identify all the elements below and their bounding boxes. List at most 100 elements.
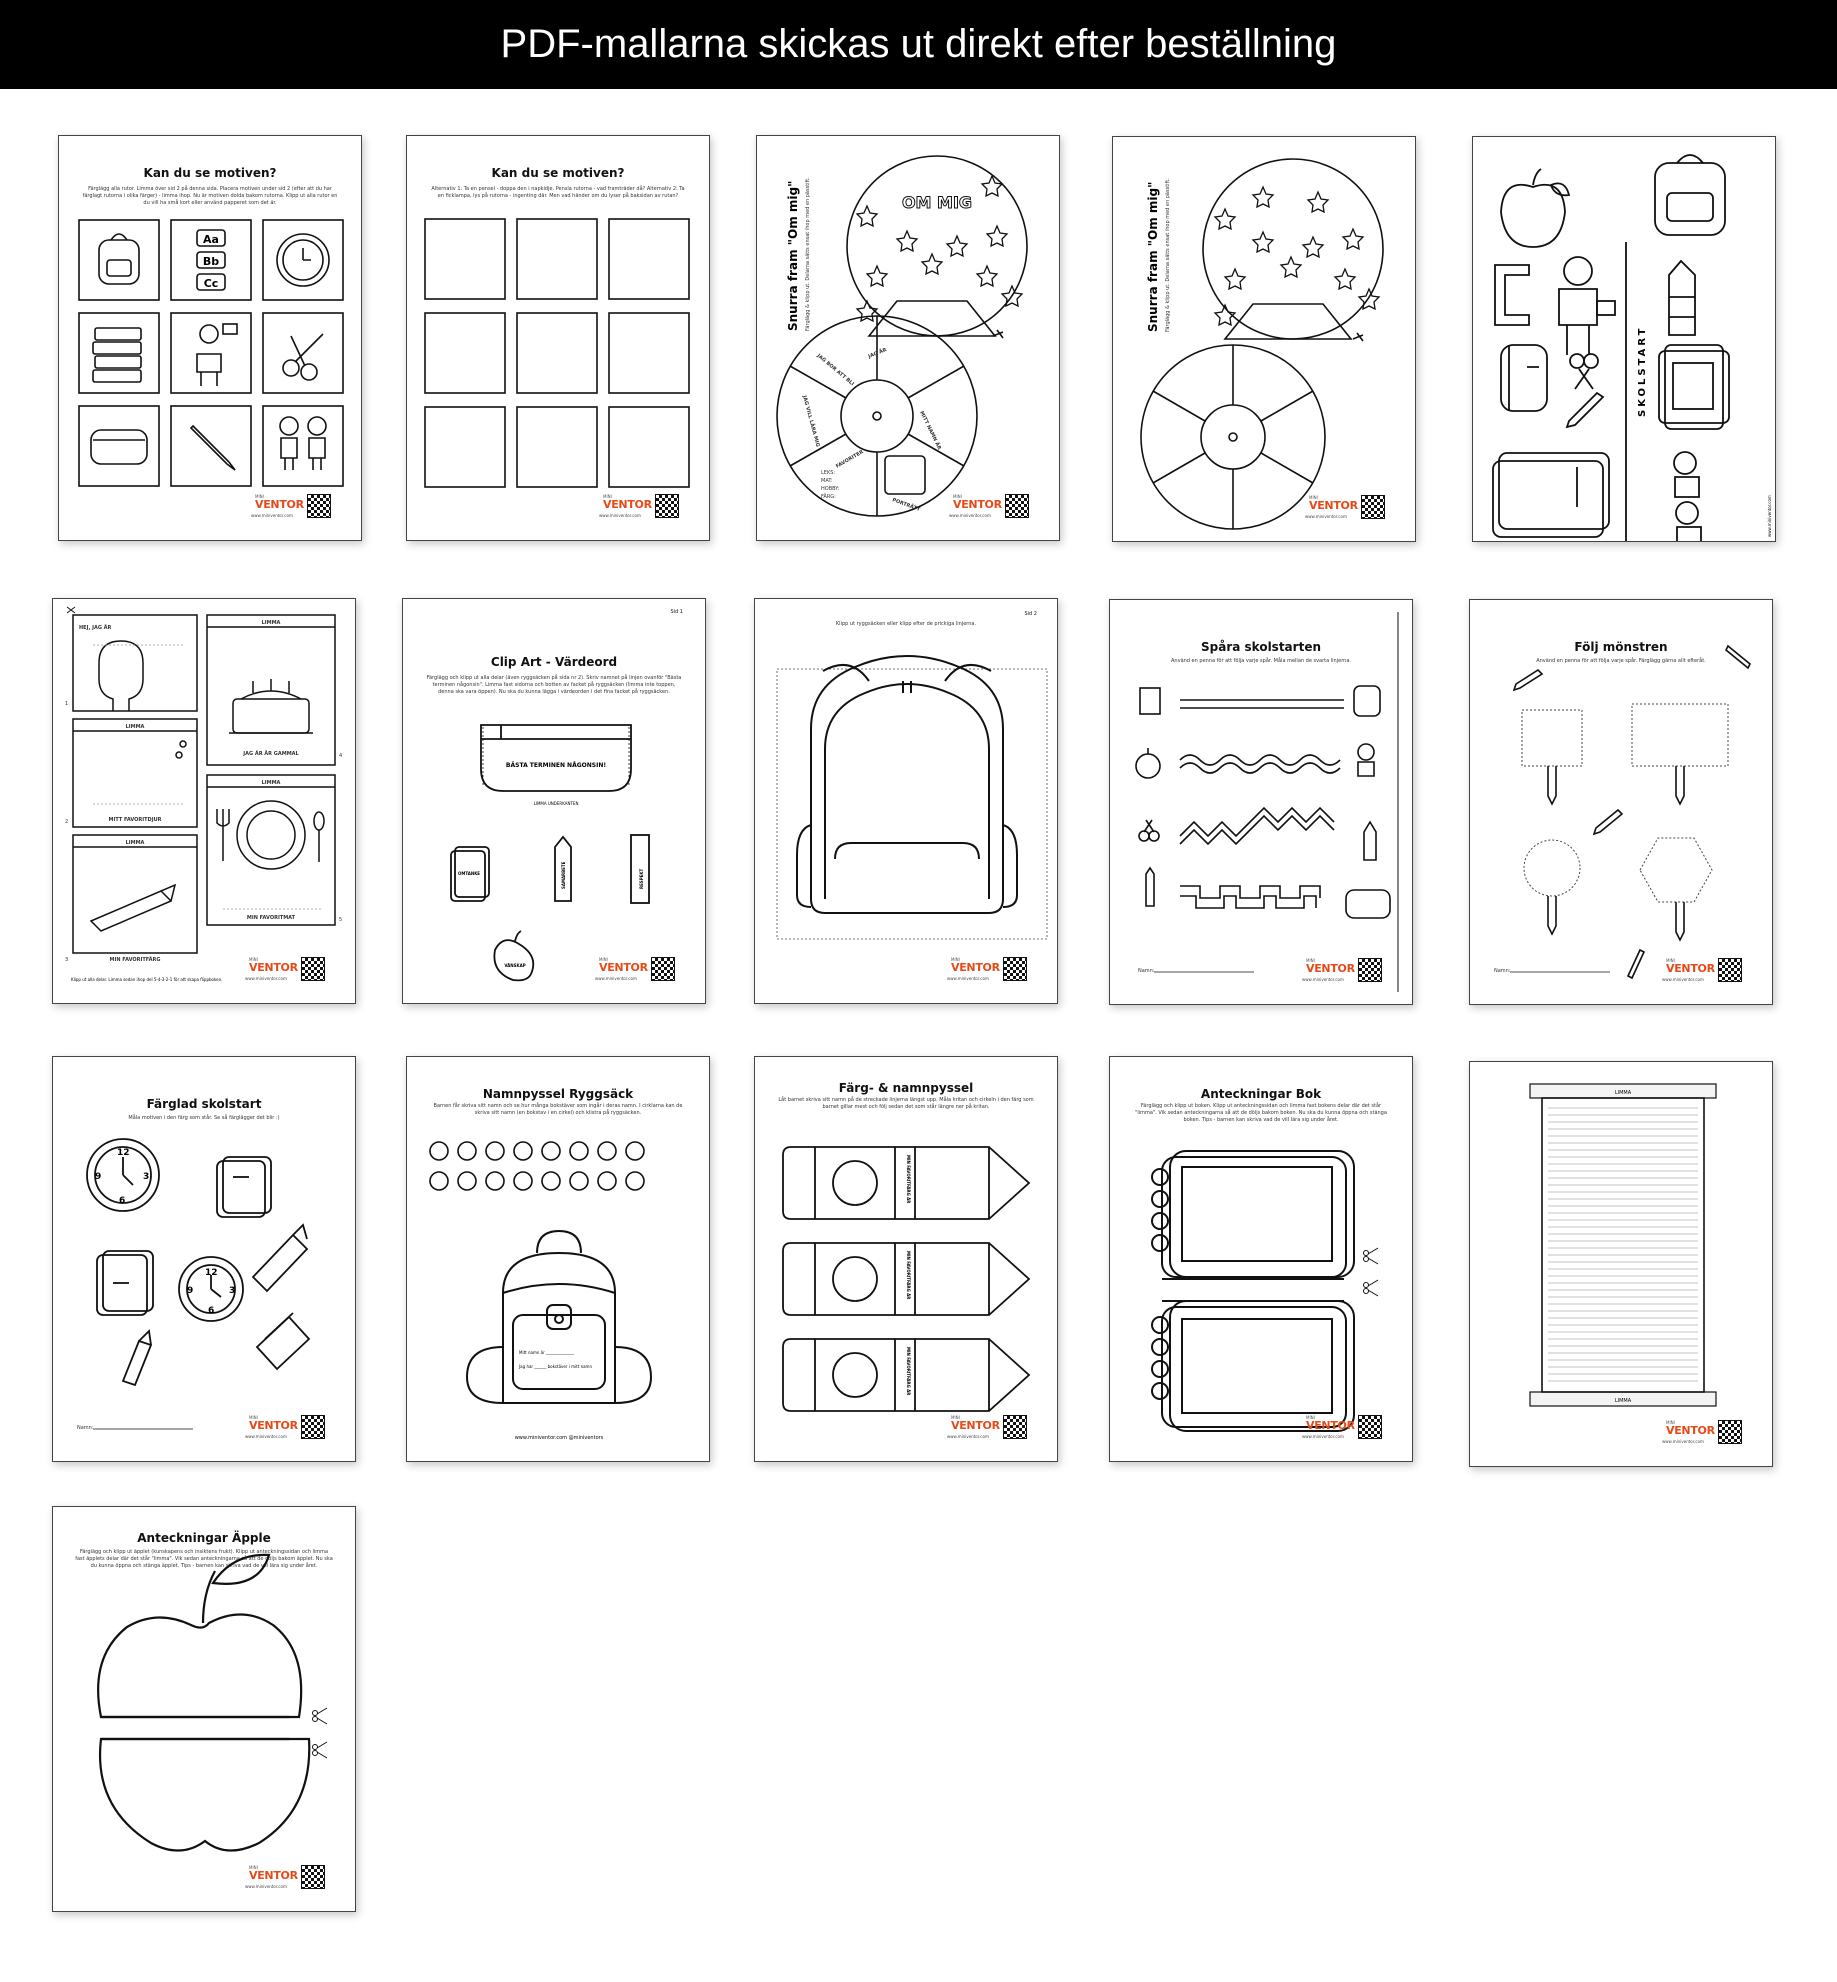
qr-code-icon bbox=[301, 1865, 325, 1889]
segment-label: PORTRÄTT bbox=[891, 496, 921, 513]
underside-label: LIMMA UNDERKANTEN bbox=[534, 801, 579, 806]
backpack-cutout-illustration bbox=[776, 655, 1048, 940]
page-description: Färglägg och klipp ut äpplet (kunskapens… bbox=[75, 1549, 333, 1569]
tracing-lines-illustration: Namn: bbox=[1135, 612, 1399, 992]
brand-logo: MINI VENTOR www.miniventor.com bbox=[245, 1865, 325, 1891]
template-page-ryggsack[interactable]: Sid 2 Klipp ut ryggsäcken eller klipp ef… bbox=[754, 598, 1058, 1004]
blank-grid-illustration bbox=[424, 218, 690, 488]
part-number: 2 bbox=[65, 819, 68, 825]
name-label: Namn: bbox=[1494, 968, 1511, 974]
age-label: JAG ÄR ÅR GAMMAL bbox=[242, 750, 299, 757]
qr-code-icon bbox=[1358, 1415, 1382, 1439]
fav-label: HOBBY: bbox=[821, 486, 840, 492]
page-title: Färg- & namnpyssel bbox=[838, 1081, 974, 1095]
template-page-snurra-om-mig-blank[interactable]: Snurra fram "Om mig" Färglägg & klipp ut… bbox=[1112, 136, 1416, 542]
template-page-farglad-skolstart[interactable]: Färglad skolstart Måla motiven i den fär… bbox=[52, 1056, 356, 1462]
template-page-spara-skolstarten[interactable]: Spåra skolstarten Använd en penna för at… bbox=[1109, 599, 1413, 1005]
template-page-kan-du-se-motiven[interactable]: Kan du se motiven? Färglägg alla rutor. … bbox=[58, 135, 362, 541]
clock-number-icon: 12 bbox=[117, 1148, 130, 1158]
page-description: Alternativ 1: Ta en pensel - doppa den i… bbox=[431, 186, 685, 199]
value-word: RESPEKT bbox=[639, 869, 644, 889]
glue-label: LIMMA bbox=[126, 724, 145, 730]
name-label: Namn: bbox=[1138, 968, 1155, 974]
glue-label: LIMMA bbox=[126, 840, 145, 846]
page-description: Färglägg alla rutor. Limma över sid 2 på… bbox=[82, 186, 338, 206]
flipbook-illustration: HEJ, JAG ÄR LIMMA LIMMA LIMMA LIMMA JAG … bbox=[65, 606, 342, 982]
brand-logo: MINI VENTOR www.miniventor.com bbox=[1302, 1415, 1382, 1441]
page-title: Följ mönstren bbox=[1574, 640, 1668, 654]
value-word: VÄNSKAP bbox=[504, 963, 525, 968]
pocket-label: BÄSTA TERMINEN NÅGONSIN! bbox=[506, 762, 606, 769]
glue-top-label: LIMMA bbox=[1615, 1090, 1632, 1096]
svg-text:3: 3 bbox=[229, 1286, 235, 1296]
notebook-illustration bbox=[1151, 1150, 1379, 1432]
footer-note: Klipp ut alla delar. Limma sedan ihop de… bbox=[71, 977, 222, 982]
part-number: 5 bbox=[339, 917, 342, 923]
part-number: 4 bbox=[339, 753, 342, 759]
svg-text:9: 9 bbox=[95, 1172, 101, 1182]
vertical-url: www.miniventor.com bbox=[1767, 495, 1772, 537]
blank-spinner-illustration: Snurra fram "Om mig" Färglägg & klipp ut… bbox=[1140, 158, 1384, 530]
skolstart-clipart-illustration: SKOLSTART www.miniventor.com bbox=[1492, 154, 1772, 541]
page-title: Färglad skolstart bbox=[146, 1097, 262, 1111]
fav-label: MAT: bbox=[821, 478, 833, 484]
letters-line: Jag har ______ bokstäver i mitt namn bbox=[518, 1364, 592, 1369]
template-page-anteckningar-apple[interactable]: Anteckningar Äpple Färglägg och klipp ut… bbox=[52, 1506, 356, 1912]
page-title: Anteckningar Äpple bbox=[137, 1531, 271, 1545]
template-page-skolstart-clipart[interactable]: SKOLSTART www.miniventor.com bbox=[1472, 136, 1776, 542]
brand-logo: MINI VENTOR www.miniventor.com bbox=[1662, 1420, 1742, 1446]
crayon-name-illustration: MIN FAVORITFÄRG ÄR MIN FAVORITFÄRG ÄR MI… bbox=[782, 1146, 1031, 1412]
page-title: Spåra skolstarten bbox=[1201, 640, 1321, 654]
food-label: MIN FAVORITMAT bbox=[247, 915, 296, 921]
vertical-subtitle: Färglägg & klipp ut. Delarna sätts ensat… bbox=[1165, 178, 1171, 332]
template-page-flippbok[interactable]: HEJ, JAG ÄR LIMMA LIMMA LIMMA LIMMA JAG … bbox=[52, 598, 356, 1004]
name-line: Mitt namn är ______________ bbox=[519, 1350, 575, 1355]
qr-code-icon bbox=[651, 957, 675, 981]
svg-text:3: 3 bbox=[143, 1172, 149, 1182]
template-page-farg-namnpyssel[interactable]: Färg- & namnpyssel Låt barnet skriva sit… bbox=[754, 1056, 1058, 1462]
qr-code-icon bbox=[301, 1415, 325, 1439]
fav-label: FÄRG: bbox=[821, 493, 836, 500]
hello-label: HEJ, JAG ÄR bbox=[79, 624, 112, 631]
apple-notes-illustration bbox=[97, 1553, 328, 1852]
page-number: Sid 2 bbox=[1024, 611, 1037, 617]
page-description: Färglägg och klipp ut boken. Klipp ut an… bbox=[1135, 1103, 1387, 1123]
template-page-kan-du-se-motiven-2[interactable]: Kan du se motiven? Alternativ 1: Ta en p… bbox=[406, 135, 710, 541]
page-description: Använd en penna för att följa varje spår… bbox=[1171, 658, 1351, 664]
name-label: Namn: bbox=[77, 1425, 94, 1431]
template-page-clip-art-vardeord[interactable]: Sid 1 Clip Art - Värdeord Färglägg och k… bbox=[402, 598, 706, 1004]
part-number: 1 bbox=[65, 701, 68, 707]
name-backpack-illustration: Mitt namn är ______________ Jag har ____… bbox=[429, 1141, 653, 1441]
segment-label: MITT NAMN ÄR bbox=[918, 410, 943, 451]
template-page-folj-monstren[interactable]: Följ mönstren Använd en penna för att fö… bbox=[1469, 599, 1773, 1005]
fav-label: LEKS: bbox=[821, 470, 835, 476]
crayon-label: MIN FAVORITFÄRG ÄR bbox=[906, 1155, 911, 1203]
motif-grid-illustration: Aa Bb Cc bbox=[78, 219, 344, 487]
segment-label: JAG BOR ATT BLI bbox=[815, 352, 855, 387]
template-page-anteckningssida[interactable]: LIMMA LIMMA MINI VENTOR www.miniventor.c… bbox=[1469, 1061, 1773, 1467]
value-word: SAMARBETE bbox=[561, 861, 566, 889]
brand-logo: MINI VENTOR www.miniventor.com bbox=[245, 957, 325, 983]
qr-code-icon bbox=[307, 494, 331, 518]
template-page-anteckningar-bok[interactable]: Anteckningar Bok Färglägg och klipp ut b… bbox=[1109, 1056, 1413, 1462]
brand-logo: MINI VENTOR www.miniventor.com bbox=[595, 957, 675, 983]
page-title: Namnpyssel Ryggsäck bbox=[482, 1087, 634, 1101]
qr-code-icon bbox=[1718, 1420, 1742, 1444]
template-page-namnpyssel-ryggsack[interactable]: Namnpyssel Ryggsäck Barnen får skriva si… bbox=[406, 1056, 710, 1462]
letter-bb: Bb bbox=[203, 255, 219, 268]
page-description: Färglägg och klipp ut alla delar (även r… bbox=[426, 675, 682, 695]
animal-label: MITT FAVORITDJUR bbox=[109, 817, 162, 823]
page-description: Barnen får skriva sitt namn och se hur m… bbox=[433, 1103, 683, 1116]
svg-text:9: 9 bbox=[187, 1286, 193, 1296]
page-description: Klipp ut ryggsäcken eller klipp efter de… bbox=[835, 621, 977, 627]
template-page-snurra-om-mig[interactable]: Snurra fram "Om mig" Färglägg & klipp ut… bbox=[756, 135, 1060, 541]
brand-logo: MINI VENTOR www.miniventor.com bbox=[1305, 495, 1385, 521]
qr-code-icon bbox=[1003, 957, 1027, 981]
page-number: Sid 1 bbox=[670, 609, 683, 615]
lined-notes-illustration: LIMMA LIMMA bbox=[1529, 1083, 1717, 1407]
segment-label: FAVORITER bbox=[835, 449, 865, 470]
qr-code-icon bbox=[655, 494, 679, 518]
page-title: Clip Art - Värdeord bbox=[490, 655, 618, 669]
follow-patterns-illustration: Namn: bbox=[1494, 644, 1752, 980]
brand-logo: MINI VENTOR www.miniventor.com bbox=[949, 494, 1029, 520]
